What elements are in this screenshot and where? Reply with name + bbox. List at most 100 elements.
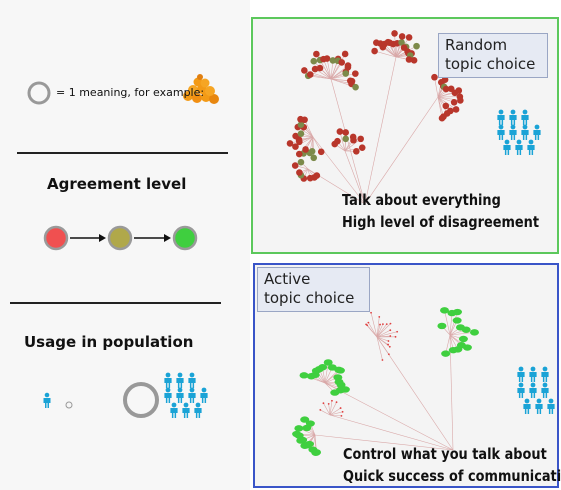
meaning-node xyxy=(438,114,446,122)
meaning-node xyxy=(297,121,305,128)
meaning-node xyxy=(301,116,308,124)
meaning-node xyxy=(329,57,337,64)
usage-heading: Usage in population xyxy=(24,333,194,351)
random-topic-label: Random topic choice xyxy=(438,33,548,78)
meaning-text: = 1 meaning, for example: xyxy=(56,86,205,99)
meaning-node xyxy=(398,33,406,40)
random-network-graph xyxy=(286,30,541,205)
meaning-node xyxy=(387,340,390,342)
person-icon xyxy=(523,398,531,414)
meaning-node xyxy=(294,425,304,432)
meaning-node xyxy=(440,307,450,314)
meaning-node xyxy=(389,335,392,337)
meaning-node xyxy=(387,343,389,346)
meaning-node xyxy=(322,402,325,405)
active-network-graph xyxy=(292,307,555,456)
meaning-node xyxy=(317,148,325,156)
arrow-right-icon xyxy=(164,234,171,242)
meaning-node xyxy=(292,430,302,438)
divider xyxy=(10,302,221,304)
meaning-node xyxy=(331,399,333,402)
meaning-node xyxy=(318,364,328,371)
meaning-node xyxy=(301,67,308,74)
random-topic-panel: Random topic choice Talk about everythin… xyxy=(251,17,559,254)
person-icon xyxy=(503,139,511,155)
person-icon xyxy=(188,387,196,403)
meaning-node xyxy=(384,38,392,46)
meaning-node xyxy=(441,76,449,84)
meaning-node xyxy=(340,414,343,417)
oranges-icon xyxy=(183,74,219,104)
label-line: topic choice xyxy=(264,289,355,307)
meaning-node xyxy=(387,353,390,356)
meaning-node xyxy=(410,57,418,64)
meaning-node xyxy=(457,97,464,104)
meaning-node xyxy=(300,442,310,449)
meaning-node xyxy=(339,407,342,409)
person-icon xyxy=(521,124,529,140)
meaning-node xyxy=(388,345,391,348)
population-crowd-icon xyxy=(517,366,555,414)
meaning-node xyxy=(341,50,349,58)
meaning-node xyxy=(295,150,303,158)
meaning-node xyxy=(405,34,413,41)
meaning-node xyxy=(306,71,314,78)
meaning-node xyxy=(461,326,471,333)
meaning-node xyxy=(379,323,381,326)
meaning-node xyxy=(316,64,324,72)
disagreement-circle xyxy=(43,225,69,251)
person-icon xyxy=(509,124,517,140)
meaning-node xyxy=(300,416,310,423)
active-topic-panel: Active topic choice Control what you tal… xyxy=(253,263,561,488)
meaning-node xyxy=(336,128,344,135)
meaning-node xyxy=(353,147,360,155)
person-icon xyxy=(509,109,517,125)
caption-line: Control what you talk about xyxy=(343,445,547,463)
person-icon xyxy=(529,366,537,382)
meaning-node xyxy=(350,136,357,144)
meaning-node xyxy=(310,57,318,65)
meaning-node xyxy=(352,70,359,77)
active-caption: Control what you talk about Quick succes… xyxy=(343,443,561,487)
person-icon xyxy=(164,372,172,388)
person-icon xyxy=(176,387,184,403)
caption-line: Quick success of communication xyxy=(343,467,561,485)
meaning-node xyxy=(291,162,299,169)
person-icon xyxy=(527,139,535,155)
meaning-node xyxy=(342,135,350,143)
meaning-node xyxy=(336,381,346,389)
meaning-node xyxy=(398,39,405,46)
caption-line: High level of disagreement xyxy=(342,213,540,231)
legend-graphics xyxy=(27,74,219,418)
person-icon xyxy=(194,402,202,418)
person-icon xyxy=(517,366,525,382)
meaning-node xyxy=(296,169,303,176)
meaning-node xyxy=(357,135,364,143)
population-crowd-icon xyxy=(497,109,541,155)
meaning-node xyxy=(358,144,366,151)
label-line: Active xyxy=(264,270,311,288)
meaning-node xyxy=(319,409,322,411)
person-icon xyxy=(535,398,543,414)
person-icon xyxy=(529,382,537,398)
meaning-node xyxy=(371,47,378,55)
person-icon xyxy=(200,387,208,403)
legend-panel: = 1 meaning, for example: Agreement leve… xyxy=(0,0,250,490)
meaning-node xyxy=(323,359,333,366)
meaning-node xyxy=(469,329,479,336)
meaning-node xyxy=(313,50,320,58)
random-caption: Talk about everything High level of disa… xyxy=(342,189,539,233)
meaning-node xyxy=(437,322,447,330)
meaning-node xyxy=(448,346,458,354)
label-line: topic choice xyxy=(445,55,536,73)
meaning-node xyxy=(302,146,309,153)
meaning-node xyxy=(396,330,399,333)
meaning-node xyxy=(286,140,294,147)
meaning-node xyxy=(306,174,314,182)
meaning-node xyxy=(297,130,305,138)
agreement-circle xyxy=(172,225,198,251)
person-icon xyxy=(521,109,529,125)
meaning-node xyxy=(442,85,450,93)
meaning-node xyxy=(391,30,398,37)
meaning-node xyxy=(335,401,338,404)
